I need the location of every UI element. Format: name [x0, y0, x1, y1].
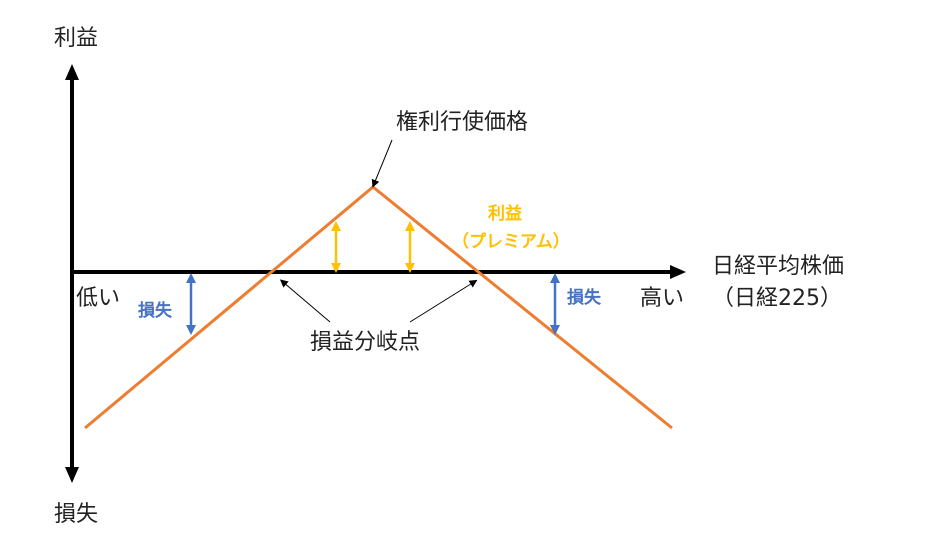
premium-label: （プレミアム）: [452, 232, 570, 252]
breakeven-pointer-right: [409, 279, 478, 323]
loss-label-right: 損失: [567, 288, 601, 308]
y-axis-bottom-label: 損失: [54, 502, 99, 527]
x-axis-subtitle: （日経225）: [712, 286, 842, 311]
x-axis-low-label: 低い: [76, 286, 121, 311]
breakeven-pointer-left: [279, 279, 331, 323]
y-axis-top-label: 利益: [54, 26, 99, 51]
profit-label: 利益: [488, 204, 522, 224]
x-axis-high-label: 高い: [640, 286, 685, 311]
loss-label-left: 損失: [138, 301, 172, 321]
breakeven-label: 損益分岐点: [310, 330, 421, 355]
strike-pointer: [371, 139, 393, 188]
strike-price-label: 権利行使価格: [396, 110, 529, 135]
x-axis-title: 日経平均株価: [712, 254, 845, 279]
